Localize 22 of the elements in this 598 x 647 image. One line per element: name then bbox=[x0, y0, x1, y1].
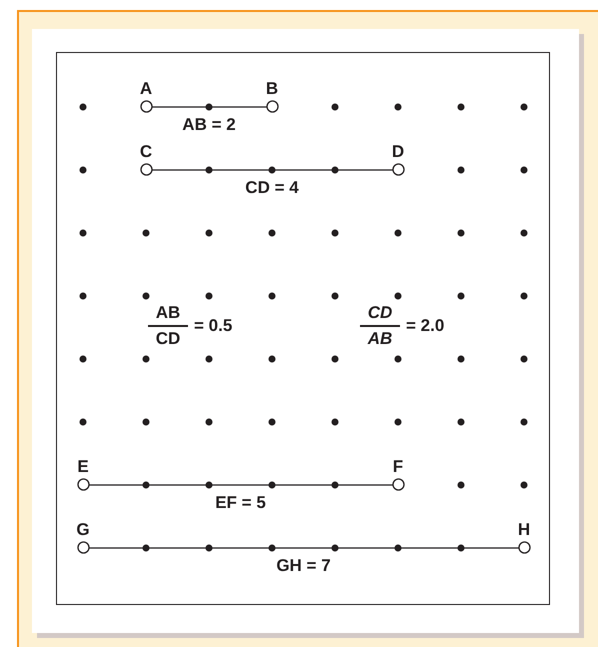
point-letter: A bbox=[140, 79, 152, 99]
edge-label: EF = 5 bbox=[215, 493, 266, 513]
point-letter: F bbox=[392, 457, 404, 477]
fraction-numerator: CD bbox=[368, 303, 392, 323]
edge-label: CD = 4 bbox=[245, 178, 299, 198]
line-segment bbox=[152, 169, 392, 171]
line-segment bbox=[88, 547, 518, 549]
point-letter: G bbox=[76, 520, 90, 540]
point-letter: B bbox=[266, 79, 278, 99]
line-segment bbox=[88, 484, 392, 486]
fraction-denominator: CD bbox=[156, 329, 180, 349]
point-letter: C bbox=[140, 142, 152, 162]
ratio-value: = 0.5 bbox=[194, 316, 232, 336]
ratio-value: = 2.0 bbox=[406, 316, 444, 336]
fraction-denominator: AB bbox=[368, 329, 392, 349]
fraction-numerator: AB bbox=[156, 303, 180, 323]
point-letter: E bbox=[77, 457, 89, 477]
edge-label: GH = 7 bbox=[276, 556, 331, 576]
point-letter: H bbox=[518, 520, 530, 540]
edge-label: AB = 2 bbox=[182, 115, 236, 135]
point-letter: D bbox=[392, 142, 404, 162]
line-segment bbox=[152, 106, 266, 108]
